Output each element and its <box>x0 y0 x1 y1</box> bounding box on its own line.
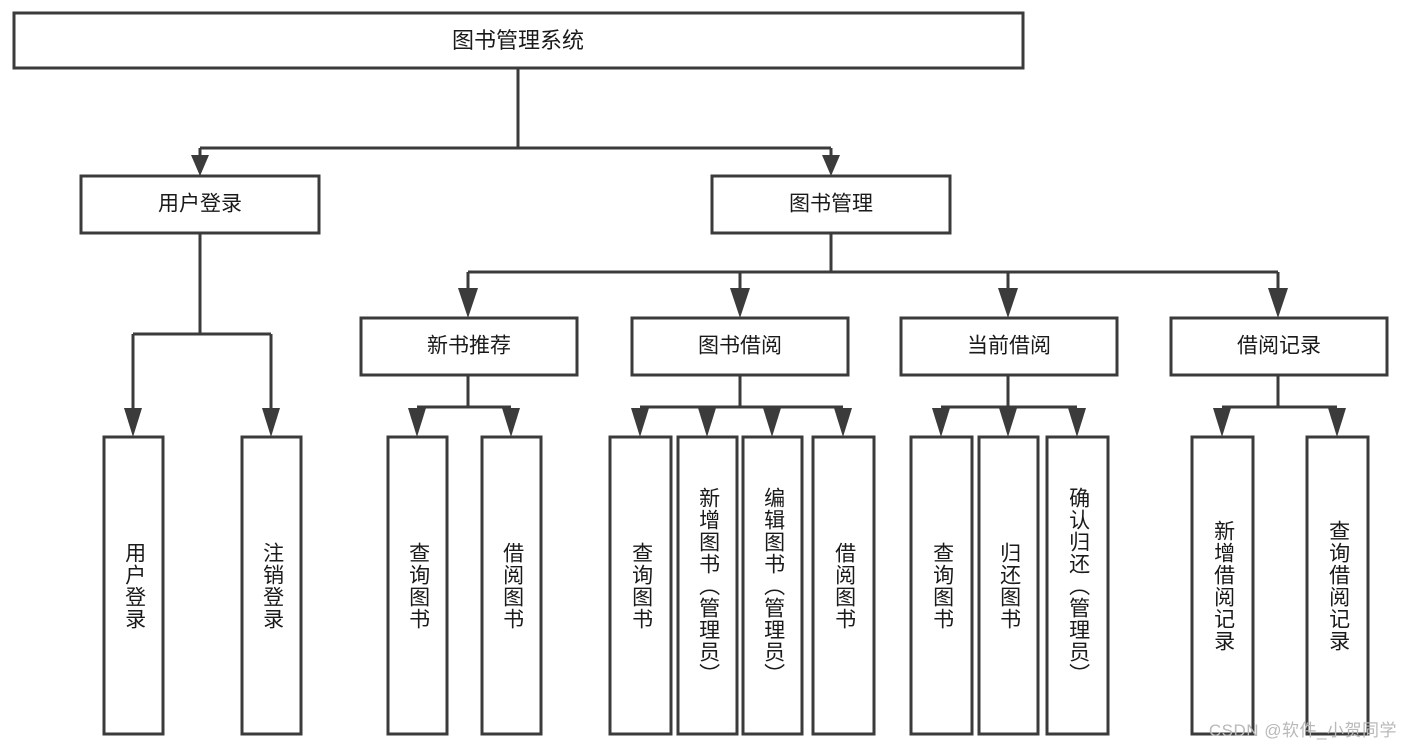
arrowhead-book-manage <box>822 155 840 176</box>
node-leaf-borrow-book-1-rect[interactable] <box>480 435 543 736</box>
arrowhead-leaf-query-record <box>1328 408 1346 437</box>
node-leaf-query-book-1-rect[interactable] <box>386 435 449 736</box>
arrowhead-leaf-query-book-2 <box>631 408 649 437</box>
connector-layer <box>124 68 1346 437</box>
node-root-label: 图书管理系统 <box>452 28 584 53</box>
arrowhead-leaf-edit-book <box>763 408 781 437</box>
node-borrow-record[interactable]: 借阅记录 <box>1169 316 1389 377</box>
node-root[interactable]: 图书管理系统 <box>12 11 1025 70</box>
node-leaf-add-book-rect[interactable] <box>676 435 739 736</box>
node-leaf-add-record-rect[interactable] <box>1190 435 1255 736</box>
arrowhead-leaf-add-record <box>1213 408 1231 437</box>
node-borrow-record-rect[interactable] <box>1169 316 1389 377</box>
arrowhead-leaf-user-login <box>124 408 142 437</box>
arrowhead-leaf-return-book <box>999 408 1017 437</box>
node-user-login-rect[interactable] <box>79 174 321 235</box>
arrowhead-borrow-record <box>1268 288 1288 318</box>
node-leaf-confirm-return-rect[interactable] <box>1045 435 1110 736</box>
node-book-borrow-rect[interactable] <box>630 316 850 377</box>
node-leaf-user-login-rect[interactable] <box>102 435 165 736</box>
node-leaf-query-record-rect[interactable] <box>1305 435 1370 736</box>
node-new-book-recommend-label: 新书推荐 <box>427 335 511 358</box>
node-leaf-query-book-3-rect[interactable] <box>909 435 974 736</box>
node-book-manage-rect[interactable] <box>710 174 952 235</box>
arrowhead-leaf-add-book <box>698 408 716 437</box>
node-leaf-query-book-2-rect[interactable] <box>608 435 673 736</box>
node-borrow-record-label: 借阅记录 <box>1237 335 1321 358</box>
node-book-borrow[interactable]: 图书借阅 <box>630 316 850 377</box>
node-user-login-label: 用户登录 <box>158 193 242 216</box>
node-book-manage-label: 图书管理 <box>789 193 873 216</box>
arrowhead-leaf-query-book-3 <box>932 408 950 437</box>
arrowhead-new-book <box>458 288 478 318</box>
node-new-book-recommend[interactable]: 新书推荐 <box>359 316 579 377</box>
arrowhead-leaf-logout <box>262 408 280 437</box>
node-root-rect[interactable] <box>12 11 1025 70</box>
node-leaf-borrow-book-2-rect[interactable] <box>811 435 876 736</box>
node-layer: 图书管理系统 用户登录 图书管理 新书推荐 图书借阅 当前 <box>12 11 1389 736</box>
arrowhead-leaf-confirm-return <box>1068 408 1086 437</box>
node-leaf-return-book-rect[interactable] <box>977 435 1040 736</box>
node-leaf-edit-book-rect[interactable] <box>741 435 804 736</box>
arrowhead-user-login <box>191 155 209 176</box>
node-user-login[interactable]: 用户登录 <box>79 174 321 235</box>
node-current-borrow-rect[interactable] <box>899 316 1119 377</box>
node-book-manage[interactable]: 图书管理 <box>710 174 952 235</box>
node-leaf-logout-rect[interactable] <box>240 435 303 736</box>
node-current-borrow[interactable]: 当前借阅 <box>899 316 1119 377</box>
node-new-book-recommend-rect[interactable] <box>359 316 579 377</box>
arrowhead-book-borrow <box>730 288 750 318</box>
node-current-borrow-label: 当前借阅 <box>967 335 1051 358</box>
arrowhead-leaf-query-book-1 <box>408 408 426 437</box>
arrowhead-leaf-borrow-book-1 <box>502 408 520 437</box>
arrowhead-leaf-borrow-book-2 <box>834 408 852 437</box>
arrowhead-current-borrow <box>998 288 1018 318</box>
node-book-borrow-label: 图书借阅 <box>698 335 782 358</box>
